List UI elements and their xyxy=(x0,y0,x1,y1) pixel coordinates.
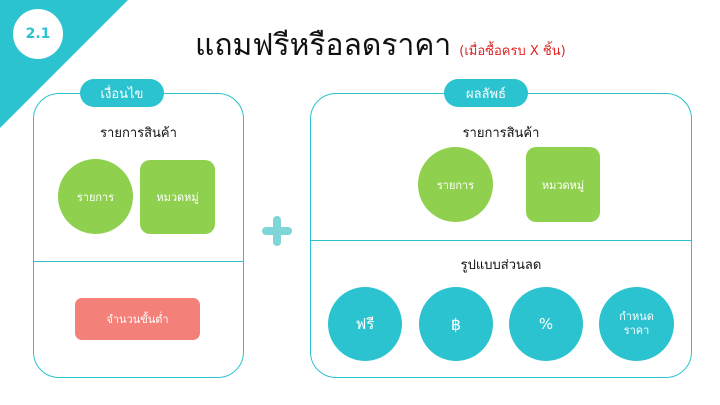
section-number-badge: 2.1 xyxy=(13,9,63,59)
result-item-circle: รายการ xyxy=(418,147,493,222)
title-main: แถมฟรีหรือลดราคา xyxy=(195,28,452,63)
discount-baht-circle: ฿ xyxy=(419,287,493,361)
result-section-label: รายการสินค้า xyxy=(462,126,540,141)
plus-icon xyxy=(262,216,292,246)
min-quantity-box: จำนวนขั้นต่ำ xyxy=(75,298,200,340)
condition-category-square: หมวดหมู่ xyxy=(140,160,215,234)
discount-type-label: รูปแบบส่วนลด xyxy=(460,258,542,273)
title-subtitle: (เมื่อซื้อครบ X ชิ้น) xyxy=(459,44,566,59)
result-category-square: หมวดหมู่ xyxy=(526,147,600,222)
condition-section-label: รายการสินค้า xyxy=(100,126,177,141)
condition-item-circle: รายการ xyxy=(58,159,133,234)
discount-percent-circle: % xyxy=(509,287,583,361)
condition-header: เงื่อนไข xyxy=(80,79,164,107)
result-divider xyxy=(310,240,692,241)
discount-set-price-circle: กำหนดราคา xyxy=(599,287,674,361)
page-title: แถมฟรีหรือลดราคา (เมื่อซื้อครบ X ชิ้น) xyxy=(195,22,566,66)
condition-divider xyxy=(33,261,244,262)
discount-free-circle: ฟรี xyxy=(328,287,402,361)
result-header: ผลลัพธ์ xyxy=(444,79,528,107)
